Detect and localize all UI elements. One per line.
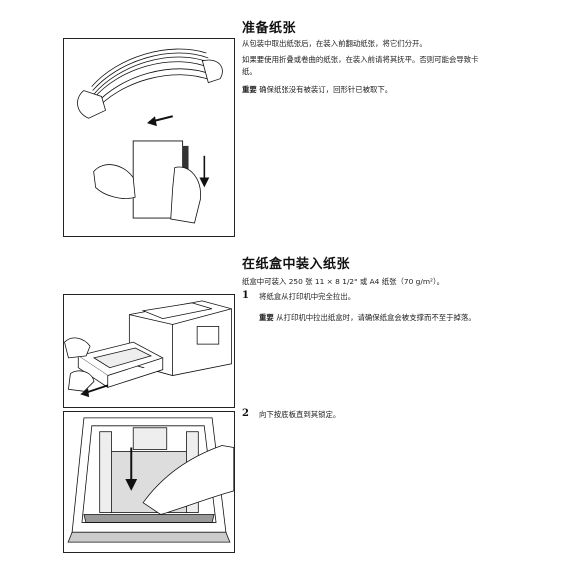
paragraph-flatten-line1: 如果要使用折叠或卷曲的纸张，在装入前请将其抚平。否则可能会导致卡 (242, 55, 479, 64)
section-title-load-cassette: 在纸盒中装入纸张 (242, 257, 351, 272)
step-2-number: 2 (242, 408, 249, 419)
step-1-note-label: 重要 (259, 313, 274, 322)
fan-paper-illustration (77, 48, 223, 224)
press-plate-illustration (67, 417, 234, 543)
step-1-note-text: 从打印机中拉出纸盒时，请确保纸盒会被支撑而不至于掉落。 (276, 313, 476, 322)
note-staples: 重要 确保纸张没有被装订，回形针已被取下。 (242, 84, 392, 96)
step-1-number: 1 (242, 290, 249, 301)
paragraph-capacity: 纸盒中可装入 250 张 11 × 8 1/2" 或 A4 纸张（70 g/m²… (242, 277, 445, 286)
step-1-text: 将纸盒从打印机中完全拉出。 (259, 292, 356, 301)
section-title-prepare-paper: 准备纸张 (242, 21, 297, 36)
note-text: 确保纸张没有被装订，回形针已被取下。 (259, 85, 393, 94)
step-1-note: 重要 从打印机中拉出纸盒时，请确保纸盒会被支撑而不至于掉落。 (259, 312, 476, 324)
figure-fan-paper (63, 38, 235, 237)
step-2-text: 向下按底板直到其锁定。 (259, 410, 341, 419)
figure-press-bottom-plate (63, 411, 235, 553)
note-label: 重要 (242, 85, 257, 94)
figure-pull-cassette (63, 294, 235, 408)
paragraph-flatten-line2: 纸。 (242, 67, 257, 76)
paragraph-unpack-fan: 从包装中取出纸张后，在装入前翻动纸张，将它们分开。 (242, 39, 427, 48)
pull-cassette-illustration (64, 300, 232, 398)
